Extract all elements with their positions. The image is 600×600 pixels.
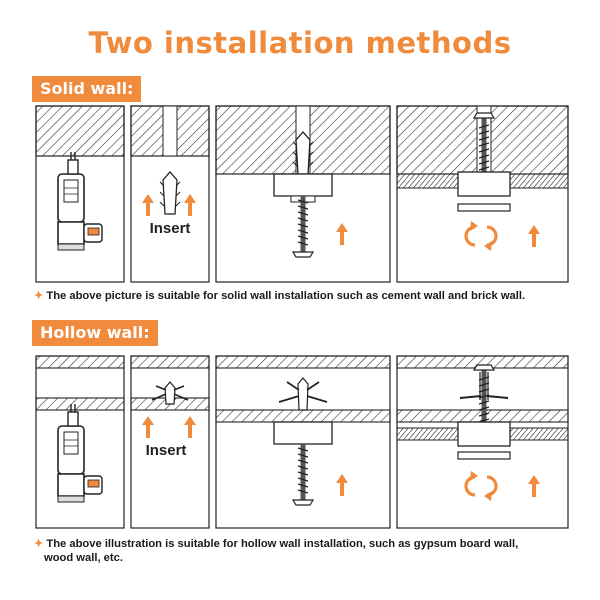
arrow-up-icon [142, 194, 154, 216]
solid-wall-label: Solid wall: [32, 76, 142, 102]
solid-wall-panels: Insert [35, 105, 569, 283]
hollow-wall-panels: Insert [35, 355, 569, 529]
arrow-up-icon [336, 223, 348, 245]
arrow-up-icon [528, 475, 540, 497]
rotate-icon [464, 469, 498, 503]
bullet-icon: ✦ [34, 290, 44, 302]
drill-icon [57, 403, 103, 503]
arrow-up-icon [184, 194, 196, 216]
anchor-icon [159, 171, 181, 215]
arrow-up-icon [142, 416, 154, 438]
hollow-wall-note: ✦The above illustration is suitable for … [34, 538, 519, 564]
screw-icon [292, 443, 314, 506]
page-title: Two installation methods [88, 26, 512, 60]
insert-label: Insert [150, 220, 191, 237]
drill-icon [57, 151, 103, 251]
rotate-icon [464, 219, 498, 253]
solid-wall-note: ✦The above picture is suitable for solid… [34, 290, 526, 302]
arrow-up-icon [336, 474, 348, 496]
insert-label: Insert [146, 442, 187, 459]
arrow-up-icon [528, 225, 540, 247]
bullet-icon: ✦ [34, 538, 44, 550]
arrow-up-icon [184, 416, 196, 438]
anchor-icon [151, 381, 189, 405]
screw-icon [292, 195, 314, 258]
hollow-wall-label: Hollow wall: [32, 320, 158, 346]
